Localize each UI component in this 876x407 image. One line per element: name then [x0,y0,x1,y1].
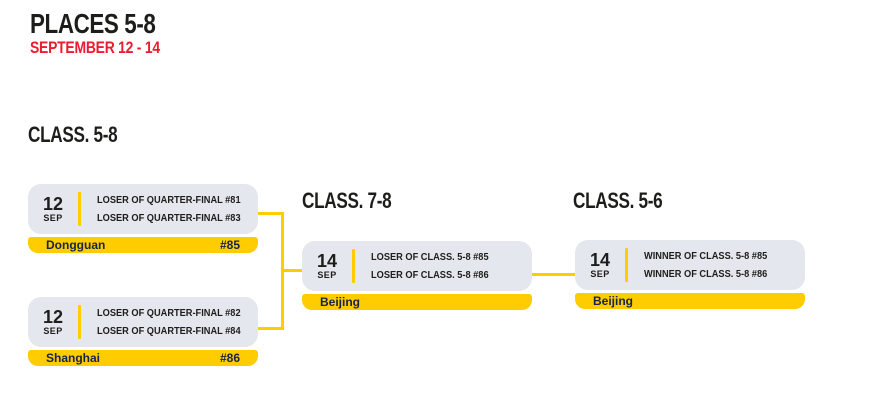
venue-bar: Beijing [302,294,532,310]
venue-city: Shanghai [46,351,101,365]
match-card-body: 14 SEP LOSER OF CLASS. 5-8 #85 LOSER OF … [302,241,532,291]
venue-city: Dongguan [46,238,106,252]
match-month: SEP [317,269,337,280]
venue-city: Beijing [593,294,634,308]
connector-line-bottom [257,327,284,330]
team-line-2: LOSER OF QUARTER-FINAL #84 [97,325,241,337]
venue-bar: Dongguan #85 [28,237,258,253]
team-line-1: LOSER OF CLASS. 5-8 #85 [371,251,489,263]
team-line-1: LOSER OF QUARTER-FINAL #82 [97,307,241,319]
team-line-2: WINNER OF CLASS. 5-8 #86 [644,268,768,280]
match-number: #86 [219,351,240,365]
match-date: 14 SEP [302,250,352,280]
round-heading-class-7-8: CLASS. 7-8 [302,188,392,213]
team-line-2: LOSER OF QUARTER-FINAL #83 [97,212,241,224]
round-heading-class-5-6: CLASS. 5-6 [573,188,663,213]
venue-bar: Beijing [575,293,805,309]
match-day: 12 [42,306,64,327]
date-divider [78,305,81,339]
match-day: 14 [316,250,338,271]
venue-bar: Shanghai #86 [28,350,258,366]
connector-line-to-class-5-6 [530,273,575,276]
match-card-85: 12 SEP LOSER OF QUARTER-FINAL #81 LOSER … [28,184,258,253]
match-month: SEP [43,325,63,336]
team-line-1: LOSER OF QUARTER-FINAL #81 [97,194,241,206]
match-month: SEP [43,212,63,223]
match-date: 12 SEP [28,306,78,336]
page-title: PLACES 5-8 [30,8,156,39]
date-divider [78,192,81,226]
match-card-body: 12 SEP LOSER OF QUARTER-FINAL #82 LOSER … [28,297,258,347]
match-card-body: 12 SEP LOSER OF QUARTER-FINAL #81 LOSER … [28,184,258,234]
page-date-range: SEPTEMBER 12 - 14 [30,38,160,57]
match-day: 14 [589,249,611,270]
date-divider [352,249,355,283]
match-card-body: 14 SEP WINNER OF CLASS. 5-8 #85 WINNER O… [575,240,805,290]
match-card-class-5-6: 14 SEP WINNER OF CLASS. 5-8 #85 WINNER O… [575,240,805,309]
match-card-86: 12 SEP LOSER OF QUARTER-FINAL #82 LOSER … [28,297,258,366]
match-card-class-7-8: 14 SEP LOSER OF CLASS. 5-8 #85 LOSER OF … [302,241,532,310]
match-date: 12 SEP [28,193,78,223]
connector-line-top [257,212,284,215]
connector-line-to-class-7-8 [281,269,302,272]
venue-city: Beijing [320,295,361,309]
match-day: 12 [42,193,64,214]
team-line-1: WINNER OF CLASS. 5-8 #85 [644,250,768,262]
date-divider [625,248,628,282]
match-number: #85 [219,238,240,252]
team-line-2: LOSER OF CLASS. 5-8 #86 [371,269,489,281]
match-date: 14 SEP [575,249,625,279]
round-heading-class-5-8: CLASS. 5-8 [28,122,118,147]
match-month: SEP [590,268,610,279]
